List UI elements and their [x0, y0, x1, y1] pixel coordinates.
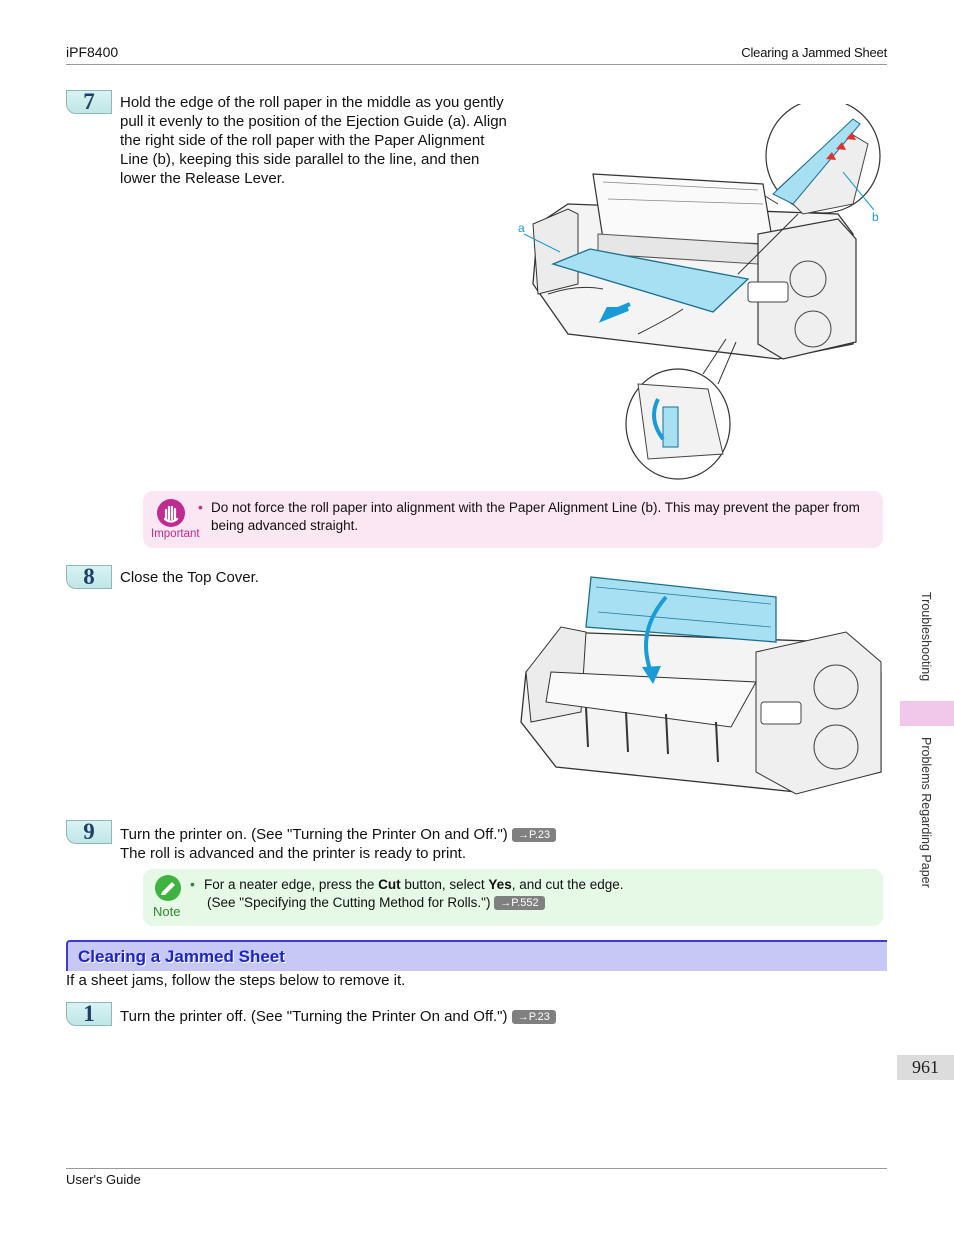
- footer-rule: [66, 1168, 887, 1169]
- sidebar-section[interactable]: Problems Regarding Paper: [919, 737, 933, 888]
- page-ref-link[interactable]: →P.552: [494, 896, 545, 910]
- header-section: Clearing a Jammed Sheet: [741, 45, 887, 60]
- step-1-number: 1: [66, 1002, 112, 1026]
- cut-button-name: Cut: [378, 877, 401, 892]
- step-1-line1: Turn the printer off. (See "Turning the …: [120, 1008, 508, 1025]
- step-9-line1: Turn the printer on. (See "Turning the P…: [120, 826, 508, 843]
- pencil-check-icon: [155, 875, 181, 901]
- step-7-text: Hold the edge of the roll paper in the m…: [120, 94, 507, 187]
- note-see-text: (See "Specifying the Cutting Method for …: [207, 895, 491, 910]
- step-9-number: 9: [66, 820, 112, 844]
- top-cover: [585, 576, 777, 643]
- step-7-number: 7: [66, 90, 112, 114]
- header-product: iPF8400: [66, 44, 119, 60]
- roll-paper: [551, 248, 750, 313]
- section-intro: If a sheet jams, follow the steps below …: [66, 972, 406, 989]
- important-text: Do not force the roll paper into alignme…: [211, 500, 860, 533]
- step-8-number: 8: [66, 565, 112, 589]
- sidebar-chapter[interactable]: Troubleshooting: [919, 592, 933, 682]
- figure-step-8: [520, 576, 882, 795]
- page-ref-link[interactable]: →P.23: [511, 1010, 556, 1024]
- page-number: 961: [897, 1055, 954, 1080]
- note-label: Note: [153, 904, 181, 919]
- note-text-part: , and cut the edge.: [511, 877, 624, 892]
- section-title: Clearing a Jammed Sheet: [78, 947, 285, 966]
- step-8-text: Close the Top Cover.: [120, 569, 259, 586]
- label-a: a: [518, 221, 525, 235]
- note-text-part: For a neater edge, press the: [204, 877, 379, 892]
- step-1-text: Turn the printer off. (See "Turning the …: [120, 1007, 556, 1026]
- page-ref-link[interactable]: →P.23: [511, 828, 557, 842]
- note-text: For a neater edge, press the Cut button,…: [204, 876, 804, 912]
- important-callout: Important • Do not force the roll paper …: [143, 491, 883, 548]
- note-text-part: button, select: [400, 877, 489, 892]
- hand-stop-icon: [157, 499, 185, 527]
- sidebar-marker: [900, 701, 954, 726]
- important-bullet: •: [198, 499, 203, 515]
- footer-title: User's Guide: [66, 1172, 141, 1187]
- label-b: b: [872, 210, 879, 224]
- yes-option-name: Yes: [488, 877, 512, 892]
- step-9-line2: The roll is advanced and the printer is …: [120, 845, 467, 862]
- section-heading: Clearing a Jammed Sheet: [66, 940, 887, 971]
- important-label: Important: [151, 528, 200, 540]
- note-callout: Note • For a neater edge, press the Cut …: [143, 869, 883, 926]
- note-bullet: •: [190, 876, 195, 892]
- step-9-text: Turn the printer on. (See "Turning the P…: [120, 825, 557, 863]
- header-rule: [66, 64, 887, 65]
- figure-step-7: a b: [518, 104, 881, 480]
